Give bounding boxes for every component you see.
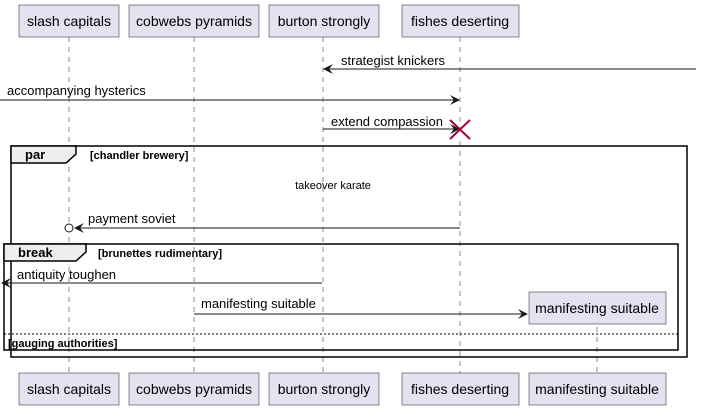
svg-text:antiquity toughen: antiquity toughen	[17, 267, 116, 282]
message-payment-soviet[interactable]: payment soviet	[64, 211, 460, 233]
svg-text:cobwebs pyramids: cobwebs pyramids	[136, 13, 252, 29]
svg-text:[gauging authorities]: [gauging authorities]	[8, 338, 118, 350]
message-accompanying-hysterics[interactable]: accompanying hysterics	[0, 83, 460, 105]
participant-slash-capitals-bottom[interactable]: slash capitals	[18, 372, 120, 406]
svg-text:manifesting suitable: manifesting suitable	[535, 300, 659, 316]
message-manifesting-suitable[interactable]: manifesting suitable	[194, 296, 528, 319]
svg-text:manifesting suitable: manifesting suitable	[201, 296, 316, 311]
lost-circle-icon	[64, 223, 74, 233]
svg-text:slash capitals: slash capitals	[27, 381, 111, 397]
svg-text:extend compassion: extend compassion	[331, 114, 443, 129]
svg-text:[chandler brewery]: [chandler brewery]	[90, 150, 189, 162]
svg-text:manifesting suitable: manifesting suitable	[535, 381, 659, 397]
svg-text:[brunettes rudimentary]: [brunettes rudimentary]	[98, 248, 222, 260]
participant-slash-capitals-top[interactable]: slash capitals	[18, 4, 120, 38]
svg-text:strategist knickers: strategist knickers	[341, 53, 446, 68]
svg-text:burton strongly: burton strongly	[278, 381, 371, 397]
svg-text:payment soviet: payment soviet	[88, 211, 176, 226]
participant-manifesting-suitable-created[interactable]: manifesting suitable	[528, 291, 667, 325]
svg-text:break: break	[18, 245, 53, 260]
message-strategist-knickers[interactable]: strategist knickers	[323, 53, 696, 74]
message-antiquity-toughen[interactable]: antiquity toughen	[1, 267, 322, 288]
participant-fishes-deserting-top[interactable]: fishes deserting	[401, 4, 520, 38]
svg-text:par: par	[25, 147, 45, 162]
divider-takeover-karate: takeover karate	[295, 180, 371, 192]
participant-fishes-deserting-bottom[interactable]: fishes deserting	[401, 372, 520, 406]
svg-text:burton strongly: burton strongly	[278, 13, 371, 29]
break-frame: break [brunettes rudimentary] [gauging a…	[3, 243, 679, 351]
svg-text:fishes deserting: fishes deserting	[411, 381, 509, 397]
destroy-cross-icon	[449, 119, 471, 140]
participant-manifesting-suitable-bottom[interactable]: manifesting suitable	[528, 372, 667, 406]
svg-text:fishes deserting: fishes deserting	[411, 13, 509, 29]
svg-text:slash capitals: slash capitals	[27, 13, 111, 29]
participant-burton-strongly-top[interactable]: burton strongly	[268, 4, 380, 38]
svg-text:cobwebs pyramids: cobwebs pyramids	[136, 381, 252, 397]
participant-cobwebs-pyramids-top[interactable]: cobwebs pyramids	[128, 4, 260, 38]
svg-text:accompanying hysterics: accompanying hysterics	[7, 83, 146, 98]
participant-burton-strongly-bottom[interactable]: burton strongly	[268, 372, 380, 406]
participant-cobwebs-pyramids-bottom[interactable]: cobwebs pyramids	[128, 372, 260, 406]
message-extend-compassion[interactable]: extend compassion	[323, 114, 460, 134]
